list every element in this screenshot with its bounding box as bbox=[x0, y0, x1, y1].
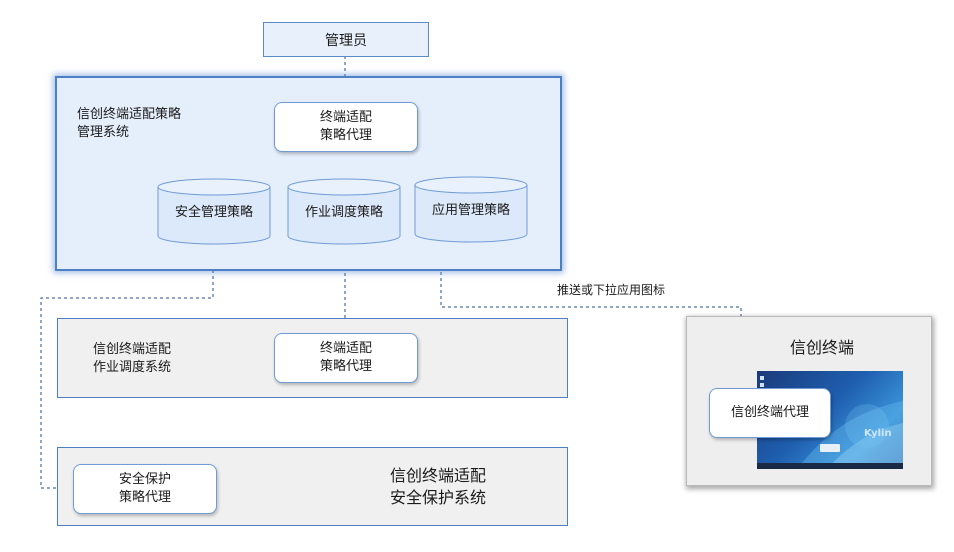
desktop-icon bbox=[760, 376, 764, 380]
app-policy-label: 应用管理策略 bbox=[431, 203, 510, 218]
scheduling-proxy-line2: 策略代理 bbox=[319, 359, 372, 374]
job-policy-cylinder: 作业调度策略 bbox=[287, 178, 401, 245]
desktop-wallpaper bbox=[797, 401, 903, 469]
scheduling-system-title: 信创终端适配 作业调度系统 bbox=[93, 341, 171, 377]
management-system-title: 信创终端适配策略 管理系统 bbox=[77, 106, 181, 142]
cylinder-shape bbox=[157, 178, 271, 245]
scheduling-proxy-line1: 终端适配 bbox=[319, 341, 372, 356]
security-proxy-line2: 策略代理 bbox=[118, 490, 171, 505]
security-system-title: 信创终端适配 安全保护系统 bbox=[390, 465, 486, 509]
cylinder-shape bbox=[414, 176, 528, 243]
scheduling-system-title-line2: 作业调度系统 bbox=[93, 360, 172, 375]
app-policy-cylinder: 应用管理策略 bbox=[414, 176, 528, 243]
management-system-title-line2: 管理系统 bbox=[77, 125, 130, 140]
terminal-title: 信创终端 bbox=[790, 338, 855, 357]
scheduling-system-title-line1: 信创终端适配 bbox=[93, 342, 172, 357]
admin-label: 管理员 bbox=[325, 32, 367, 49]
terminal-proxy-label: 信创终端代理 bbox=[730, 405, 809, 420]
scheduling-proxy-box: 终端适配 策略代理 bbox=[274, 333, 418, 383]
admin-box: 管理员 bbox=[263, 22, 429, 57]
management-proxy-line2: 策略代理 bbox=[319, 128, 372, 143]
terminal-proxy-box: 信创终端代理 bbox=[709, 388, 831, 438]
desktop-screenshot bbox=[757, 371, 903, 469]
desktop-logo: Kylin bbox=[864, 428, 892, 439]
management-proxy-box: 终端适配 策略代理 bbox=[274, 102, 418, 152]
cylinder-shape bbox=[287, 178, 401, 245]
desktop-icon bbox=[760, 383, 764, 387]
security-system-title-line2: 安全保护系统 bbox=[390, 488, 487, 507]
arrow-security-policy-to-sec-proxy bbox=[40, 246, 214, 492]
management-proxy-line1: 终端适配 bbox=[319, 110, 372, 125]
desktop-dialog bbox=[820, 444, 840, 452]
security-proxy-line1: 安全保护 bbox=[118, 472, 171, 487]
management-system-title-line1: 信创终端适配策略 bbox=[77, 107, 182, 122]
security-policy-label: 安全管理策略 bbox=[174, 205, 253, 220]
push-or-pull-label: 推送或下拉应用图标 bbox=[557, 283, 666, 297]
arrow-app-policy-to-terminal bbox=[440, 242, 745, 330]
security-proxy-box: 安全保护 策略代理 bbox=[73, 464, 217, 514]
desktop-taskbar bbox=[757, 463, 903, 469]
security-policy-cylinder: 安全管理策略 bbox=[157, 178, 271, 245]
security-system-title-line1: 信创终端适配 bbox=[390, 466, 487, 485]
job-policy-label: 作业调度策略 bbox=[304, 205, 383, 220]
